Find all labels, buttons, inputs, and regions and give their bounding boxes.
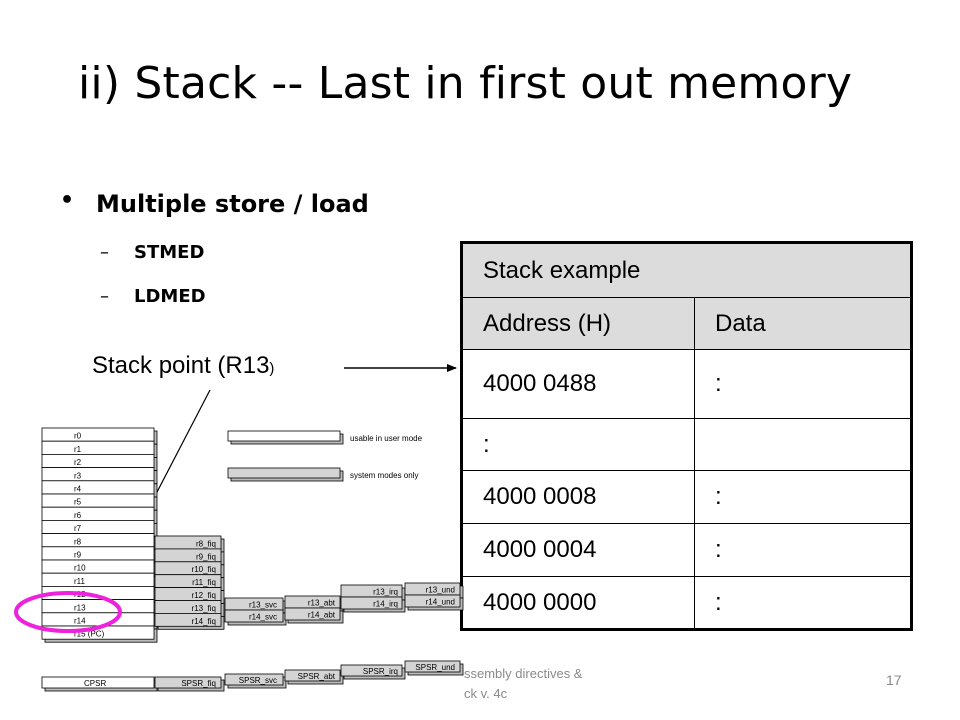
register-cell [41,440,155,455]
register-cell [41,533,155,548]
table-title-row: Stack example [461,242,912,298]
table-title: Stack example [461,242,912,298]
register-label: r14_svc [249,613,277,622]
register-label: r14_abt [308,611,336,620]
register-cell [154,613,222,627]
slide-title: ii) Stack -- Last in first out memory [78,58,853,109]
register-label: r7 [74,524,82,533]
table-row: : [461,418,912,471]
stack-pointer-label: Stack point (R13) [92,352,274,380]
register-cell [284,607,341,621]
status-register-cell [224,673,284,686]
status-register-cell [284,669,341,682]
register-label: r5 [74,498,82,507]
table-row: 4000 0000 : [461,576,912,630]
register-label: r15 (PC) [74,630,105,639]
legend-label: usable in user mode [350,434,423,443]
data-cell: : [694,523,912,577]
register-label: r12_fiq [192,591,216,600]
legend-user-swatch [227,430,341,442]
status-register-cell [404,660,461,673]
footer-line: ck v. 4c [464,686,508,701]
register-cell [41,427,155,442]
column-header-data: Data [694,297,912,350]
register-cell [41,572,155,587]
register-label: r8 [74,537,82,546]
sub-item-text: LDMED [134,286,206,307]
register-cell [340,596,403,610]
status-register-cell [154,676,222,689]
register-cell [404,594,461,608]
dash-icon: – [100,286,109,307]
register-label: r14_und [426,598,455,607]
status-register-label: SPSR_irq [363,667,398,676]
table-row: 4000 0004 : [461,523,912,577]
register-label: r14 [74,617,86,626]
status-register-cell [41,676,155,689]
stack-pointer-label-paren: ) [269,360,275,377]
bullet-text: Multiple store / load [96,190,369,218]
register-label: r10_fiq [192,565,216,574]
status-register-label: SPSR_abt [298,672,336,681]
table-header-row: Address (H) Data [461,297,912,350]
status-register-label: SPSR_und [415,663,455,672]
address-cell: : [461,418,695,471]
footer-text: ssembly directives & ck v. 4c [464,664,582,704]
status-register-cell [340,664,403,677]
bullet-dot-icon: • [60,188,75,213]
register-label: r2 [74,458,82,467]
register-label: r8_fiq [196,539,216,548]
register-label: r0 [74,432,82,441]
column-header-address: Address (H) [461,297,695,350]
r13-highlight-circle [14,591,122,633]
status-register-label: SPSR_fiq [181,679,216,688]
register-label: r14_fiq [192,617,216,626]
data-cell: : [694,470,912,524]
register-cell [224,609,284,623]
register-cell [41,480,155,495]
register-label: r10 [74,564,86,573]
stack-pointer-label-text: Stack point (R13 [92,352,270,379]
register-cell [41,520,155,535]
register-cell [41,612,155,627]
register-label: r13_abt [308,599,336,608]
register-label: r1 [74,445,82,454]
address-cell: 4000 0000 [461,576,695,630]
register-label: r13_und [426,586,455,595]
footer-line: ssembly directives & [464,666,583,681]
register-label: r13_svc [249,601,277,610]
data-cell [694,418,912,471]
register-label: r11 [74,577,86,586]
register-cell [41,506,155,521]
register-cell [41,493,155,508]
register-label: r13 [74,603,86,612]
register-label: r13_irq [373,588,398,597]
address-cell: 4000 0004 [461,523,695,577]
register-cell [41,546,155,561]
register-label: r9 [74,551,82,560]
status-register-label: CPSR [84,679,106,688]
register-label: r6 [74,511,82,520]
stack-example-table: Stack example Address (H) Data 4000 0488… [460,241,913,631]
register-cell [41,559,155,574]
table-row: 4000 0008 : [461,470,912,524]
data-cell: : [694,576,912,630]
register-label: r3 [74,471,82,480]
legend-system-swatch [227,467,341,479]
page-number: 17 [886,672,902,688]
status-register-label: SPSR_svc [239,676,277,685]
register-label: r4 [74,485,82,494]
register-label: r9_fiq [196,552,216,561]
address-cell: 4000 0008 [461,470,695,524]
register-cell [41,599,155,614]
register-cell [41,453,155,468]
register-label: r13_fiq [192,604,216,613]
register-label: r14_irq [373,600,398,609]
dash-icon: – [100,242,109,263]
register-cell [41,467,155,482]
legend-label: system modes only [350,471,418,480]
sub-item-text: STMED [134,242,205,263]
register-label: r11_fiq [192,578,216,587]
